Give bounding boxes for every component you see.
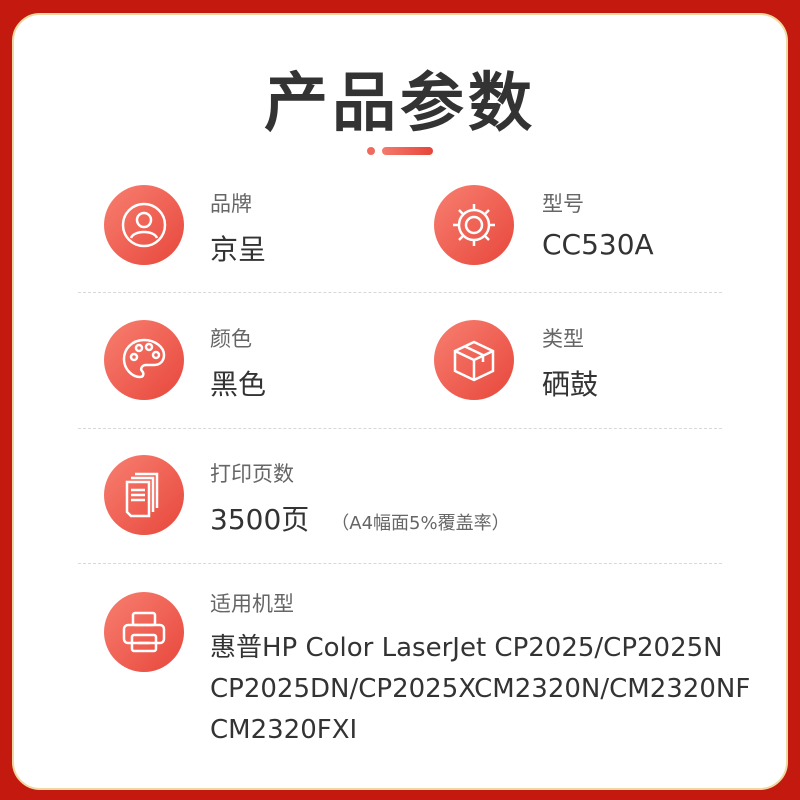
pages-count: 3500页 (210, 503, 310, 536)
divider (78, 292, 722, 293)
brand-label: 品牌 (210, 192, 252, 216)
page-title: 产品参数 (264, 67, 536, 141)
title-decoration-dot (367, 147, 375, 155)
model-value: CC530A (542, 228, 654, 261)
brand-value: 京呈 (210, 233, 267, 266)
box-icon (434, 320, 514, 400)
models-line: CP2025DN/CP2025XCM2320N/CM2320NF (210, 674, 751, 704)
printer-icon (104, 592, 184, 672)
color-value: 黑色 (210, 368, 267, 401)
type-label: 类型 (542, 327, 584, 351)
models-line: 惠普HP Color LaserJet CP2025/CP2025N (210, 633, 723, 663)
user-icon (104, 185, 184, 265)
type-value: 硒鼓 (542, 368, 599, 401)
gear-icon (434, 185, 514, 265)
color-label: 颜色 (210, 327, 252, 351)
models-line: CM2320FXI (210, 715, 358, 745)
models-value: 惠普HP Color LaserJet CP2025/CP2025N CP202… (210, 628, 790, 751)
model-label: 型号 (542, 192, 584, 216)
divider (78, 428, 722, 429)
models-label: 适用机型 (210, 592, 294, 616)
palette-icon (104, 320, 184, 400)
pages-value: 3500页 （A4幅面5%覆盖率） (210, 498, 510, 538)
pages-icon (104, 455, 184, 535)
pages-label: 打印页数 (210, 462, 294, 486)
divider (78, 563, 722, 564)
title-decoration-bar (382, 147, 433, 155)
pages-note: （A4幅面5%覆盖率） (331, 513, 510, 534)
